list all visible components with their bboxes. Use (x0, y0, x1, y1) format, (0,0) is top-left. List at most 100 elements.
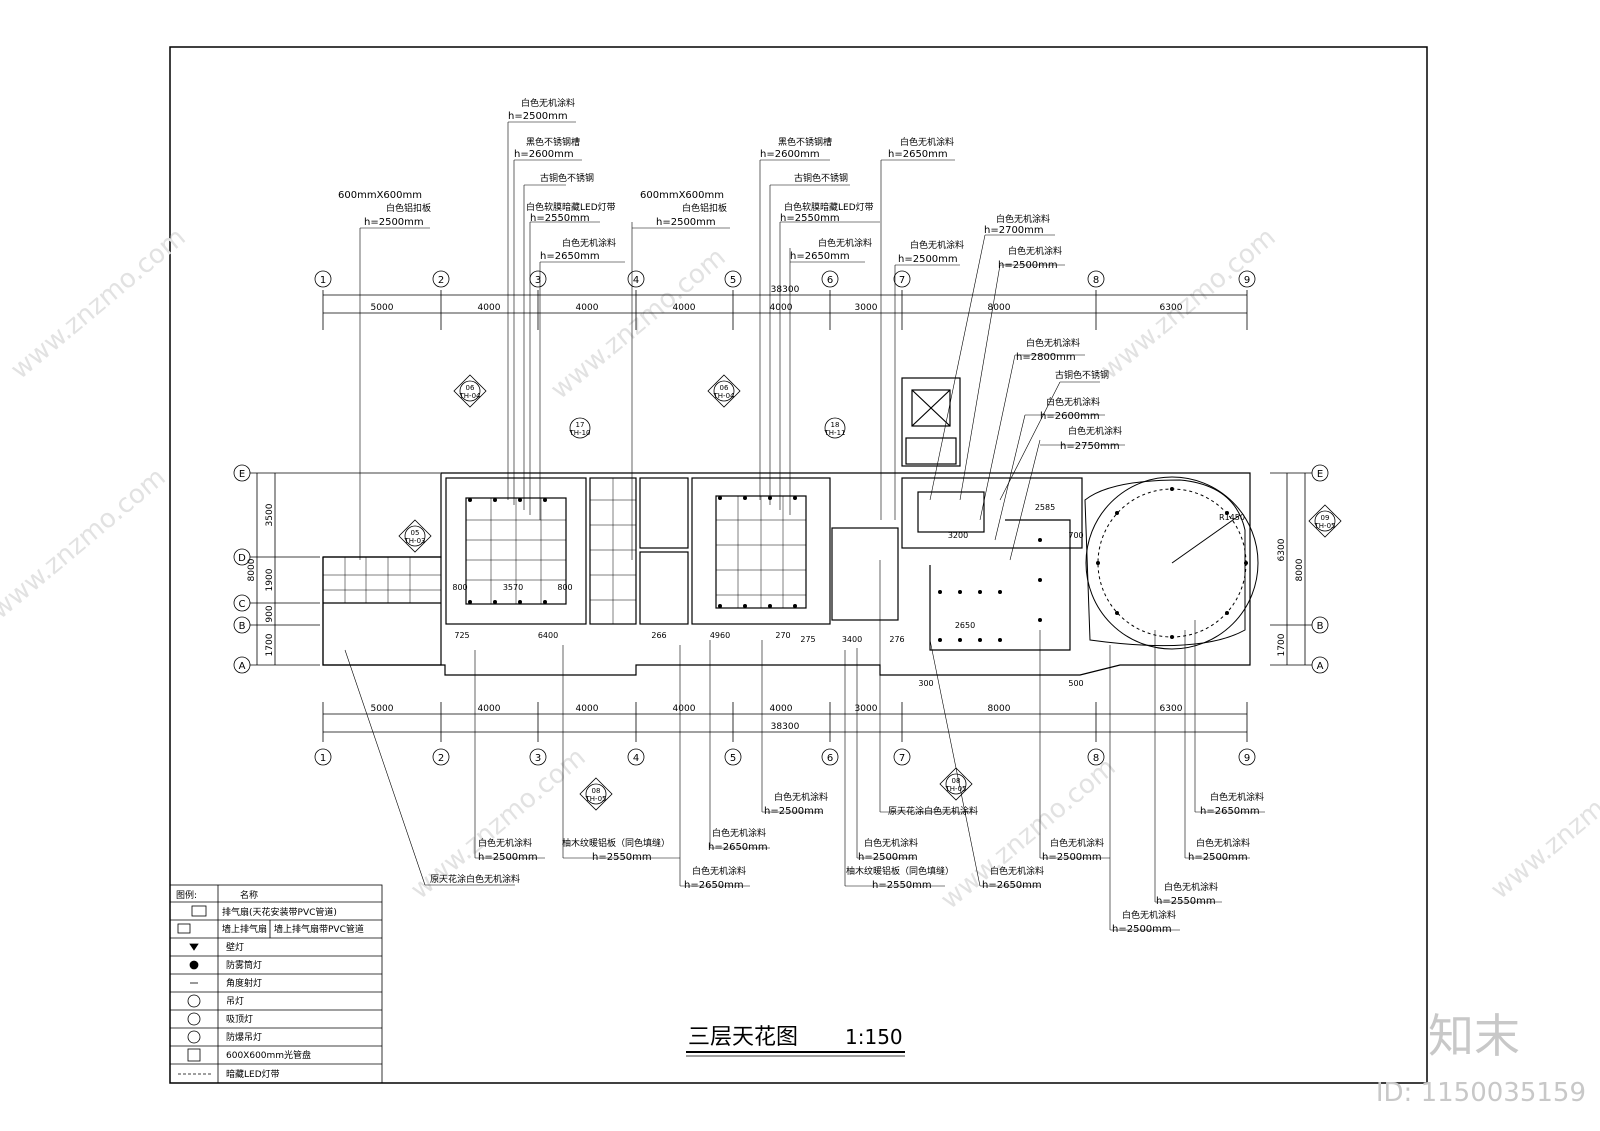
top-dim-total: 38300 (771, 285, 800, 295)
svg-text:C: C (239, 599, 246, 610)
ceiling-light-icon (187, 1012, 201, 1026)
svg-text:5000: 5000 (371, 704, 394, 714)
svg-text:白色无机涂料: 白色无机涂料 (1050, 837, 1104, 849)
top-dim-2: 4000 (478, 303, 501, 313)
right-row-grid (1270, 464, 1329, 674)
svg-text:h=2550mm: h=2550mm (530, 213, 590, 224)
svg-text:h=2650mm: h=2650mm (1200, 806, 1260, 817)
svg-text:吊灯: 吊灯 (226, 996, 244, 1007)
svg-text:h=2500mm: h=2500mm (898, 254, 958, 265)
svg-text:白色无机涂料: 白色无机涂料 (478, 837, 532, 849)
svg-text:4000: 4000 (770, 704, 793, 714)
svg-text:9: 9 (1244, 753, 1250, 764)
svg-text:黑色不锈钢槽: 黑色不锈钢槽 (778, 136, 832, 148)
legend-labels: 图例: 名称 排气扇(天花安装带PVC管道) 墙上排气扇 墙上排气扇带PVC管道… (176, 889, 364, 1080)
svg-text:古铜色不锈钢: 古铜色不锈钢 (540, 172, 594, 184)
svg-text:TH-05: TH-05 (585, 795, 607, 803)
light-panel-icon (187, 1048, 201, 1062)
svg-text:h=2500mm: h=2500mm (508, 111, 568, 122)
svg-text:白色无机涂料: 白色无机涂料 (1026, 337, 1080, 349)
svg-text:18: 18 (831, 421, 840, 429)
svg-text:墙上排气扇带PVC管道: 墙上排气扇带PVC管道 (274, 923, 364, 935)
svg-text:600X600mm光管盘: 600X600mm光管盘 (226, 1049, 311, 1061)
svg-text:1700: 1700 (265, 633, 275, 656)
svg-text:www.znzmo.com: www.znzmo.com (545, 242, 731, 405)
svg-text:吸顶灯: 吸顶灯 (226, 1014, 253, 1025)
svg-text:防爆吊灯: 防爆吊灯 (226, 1031, 262, 1043)
svg-text:8000: 8000 (1295, 558, 1305, 581)
bottom-dimension-chain (322, 702, 1248, 742)
svg-text:白色无机涂料: 白色无机涂料 (996, 213, 1050, 225)
top-dim-1: 5000 (371, 303, 394, 313)
svg-text:h=2500mm: h=2500mm (1042, 852, 1102, 863)
svg-text:h=2550mm: h=2550mm (592, 852, 652, 863)
top-dim-5: 4000 (770, 303, 793, 313)
drawing-title: 三层天花图 (688, 1025, 798, 1050)
explosion-proof-pendant-icon (187, 1030, 201, 1044)
svg-text:白色无机涂料: 白色无机涂料 (774, 791, 828, 803)
svg-text:600mmX600mm: 600mmX600mm (640, 190, 724, 201)
svg-text:h=2650mm: h=2650mm (982, 880, 1042, 891)
svg-text:6300: 6300 (1277, 538, 1287, 561)
top-dim-4: 4000 (673, 303, 696, 313)
svg-text:600mmX600mm: 600mmX600mm (338, 190, 422, 201)
svg-text:排气扇(天花安装带PVC管道): 排气扇(天花安装带PVC管道) (222, 906, 337, 918)
svg-text:白色无机涂料: 白色无机涂料 (1196, 837, 1250, 849)
svg-text:白色无机涂料: 白色无机涂料 (1210, 791, 1264, 803)
brand-watermark: 知末 (1428, 1009, 1520, 1063)
svg-text:2: 2 (438, 753, 444, 764)
svg-text:3400: 3400 (842, 635, 862, 644)
left-row-grid (233, 464, 440, 674)
svg-text:800: 800 (557, 583, 572, 592)
top-callouts: 600mmX600mm 白色铝扣板 h=2500mm 白色无机涂料 h=2500… (338, 97, 1122, 452)
svg-text:725: 725 (454, 631, 469, 640)
svg-text:h=2650mm: h=2650mm (790, 251, 850, 262)
svg-text:8000: 8000 (988, 704, 1011, 714)
top-dim-7: 8000 (988, 303, 1011, 313)
svg-text:白色无机涂料: 白色无机涂料 (521, 97, 575, 109)
svg-text:h=2500mm: h=2500mm (858, 852, 918, 863)
svg-text:3: 3 (535, 753, 541, 764)
svg-text:3000: 3000 (855, 704, 878, 714)
svg-text:3200: 3200 (948, 531, 968, 540)
svg-text:900: 900 (265, 605, 275, 622)
svg-text:原天花涂白色无机涂料: 原天花涂白色无机涂料 (888, 805, 978, 817)
legend-icons (177, 905, 212, 1075)
svg-text:h=2500mm: h=2500mm (656, 217, 716, 228)
svg-text:墙上排气扇: 墙上排气扇 (222, 923, 267, 935)
svg-text:h=2700mm: h=2700mm (984, 225, 1044, 236)
svg-text:名称: 名称 (240, 889, 258, 901)
svg-text:08: 08 (952, 777, 961, 785)
svg-text:17: 17 (576, 421, 585, 429)
svg-text:h=2500mm: h=2500mm (1112, 924, 1172, 935)
svg-text:h=2650mm: h=2650mm (540, 251, 600, 262)
svg-text:3: 3 (535, 275, 541, 286)
svg-text:8: 8 (1093, 753, 1099, 764)
svg-text:h=2800mm: h=2800mm (1016, 352, 1076, 363)
top-dim-8: 6300 (1160, 303, 1183, 313)
svg-text:暗藏LED灯带: 暗藏LED灯带 (226, 1068, 280, 1080)
svg-text:古铜色不锈钢: 古铜色不锈钢 (1055, 369, 1109, 381)
id-watermark: ID: 1150035159 (1375, 1078, 1586, 1108)
svg-text:7: 7 (899, 275, 905, 286)
bottom-dim-total: 38300 (771, 722, 800, 732)
svg-text:3500: 3500 (265, 503, 275, 526)
svg-text:5: 5 (730, 275, 736, 286)
svg-text:2: 2 (438, 275, 444, 286)
left-row-dims: 3500 1900 900 1700 8000 (247, 503, 275, 656)
svg-text:TH-05: TH-05 (1314, 522, 1336, 530)
svg-text:700: 700 (1068, 531, 1083, 540)
svg-text:白色铝扣板: 白色铝扣板 (682, 202, 727, 214)
svg-text:白色无机涂料: 白色无机涂料 (1068, 425, 1122, 437)
svg-text:B: B (239, 621, 246, 632)
svg-text:8000: 8000 (247, 558, 257, 581)
svg-text:6400: 6400 (538, 631, 558, 640)
svg-text:白色无机涂料: 白色无机涂料 (1046, 396, 1100, 408)
top-dimension-chain (322, 290, 1248, 330)
drawing-title-block: 三层天花图 1:150 (686, 1025, 905, 1057)
circular-ceiling (1084, 476, 1259, 650)
svg-text:h=2650mm: h=2650mm (888, 149, 948, 160)
